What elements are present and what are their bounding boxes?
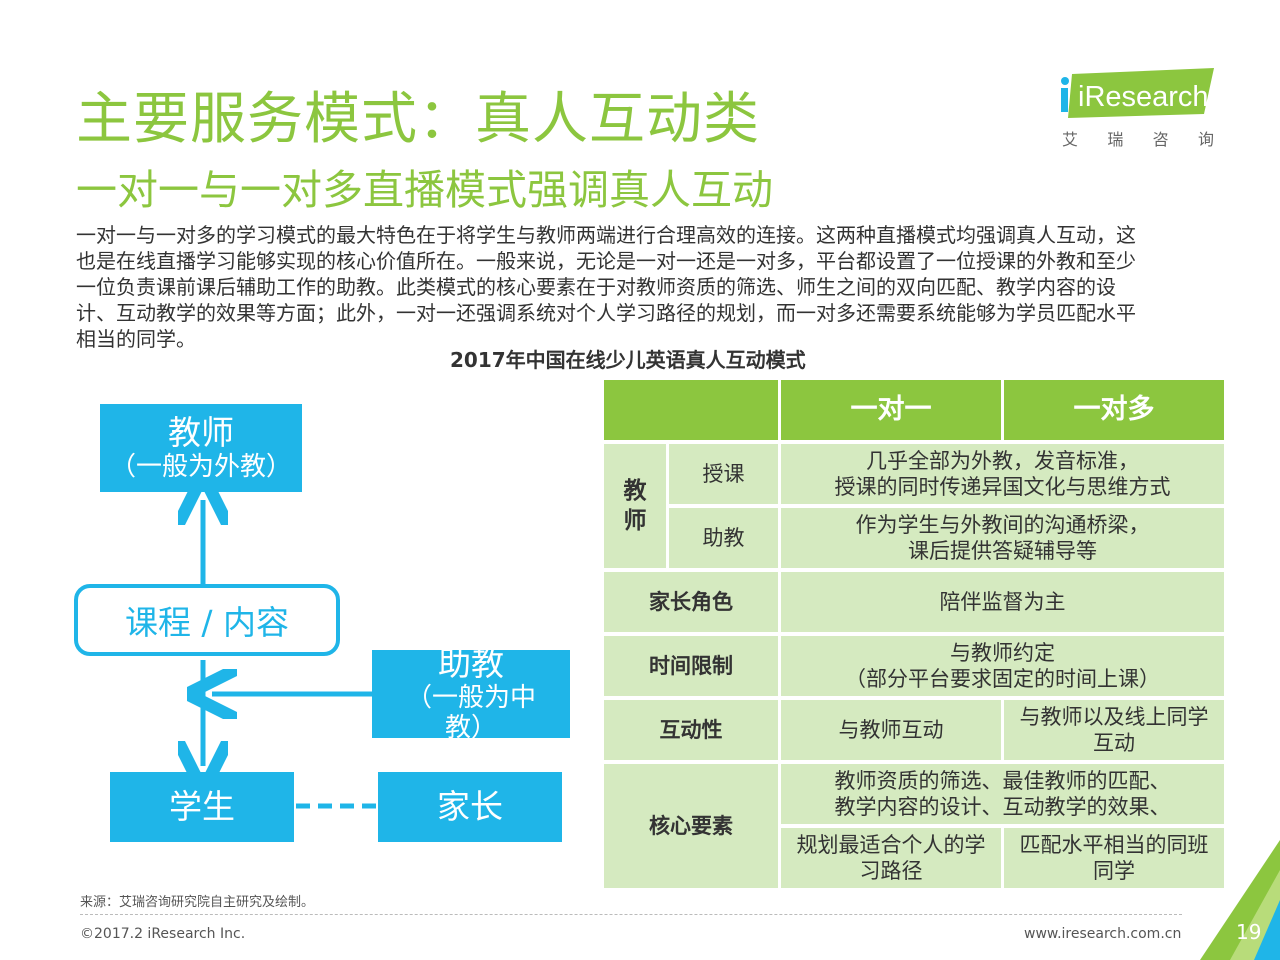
cell-teaching: 几乎全部为外教，发音标准， 授课的同时传递异国文化与思维方式 <box>778 444 1224 504</box>
cell-line: 规划最适合个人的学 <box>796 833 986 857</box>
logo-char: 咨 <box>1152 130 1169 149</box>
row-label-time-limit: 时间限制 <box>604 636 778 696</box>
table-row: 助教 作为学生与外教间的沟通桥梁， 课后提供答疑辅导等 <box>604 508 1224 568</box>
iresearch-logo: iResearch 艾 瑞 咨 询 <box>1058 68 1218 150</box>
student-box: 学生 <box>110 772 294 842</box>
paragraph-line: 相当的同学。 <box>76 327 196 351</box>
cell-core-one-to-many: 匹配水平相当的同班 同学 <box>1001 828 1224 888</box>
assistant-note: 教） <box>444 713 497 743</box>
corner-decoration-icon <box>1200 840 1280 960</box>
teacher-group-char: 教 <box>623 478 647 504</box>
teacher-box: 教师 （一般为外教） <box>100 404 302 492</box>
cell-line: 同学 <box>1093 859 1135 883</box>
row-label-teaching: 授课 <box>666 444 778 504</box>
table-row: 规划最适合个人的学 习路径 匹配水平相当的同班 同学 <box>604 828 1224 888</box>
teacher-group-label: 教 师 <box>604 444 666 568</box>
paragraph-line: 一位负责课前课后辅助工作的助教。此类模式的核心要素在于对教师资质的筛选、师生之间… <box>76 275 1116 299</box>
cell-core-one-to-one: 规划最适合个人的学 习路径 <box>778 828 1001 888</box>
student-label: 学生 <box>169 787 235 826</box>
cell-line: 授课的同时传递异国文化与思维方式 <box>834 475 1171 499</box>
diagram-connectors <box>60 390 378 809</box>
table-row: 核心要素 教师资质的筛选、最佳教师的匹配、 教学内容的设计、互动教学的效果、 <box>604 764 1224 888</box>
cell-line: 匹配水平相当的同班 <box>1019 833 1209 857</box>
copyright-text: ©2017.2 iResearch Inc. <box>80 926 246 942</box>
paragraph-line: 计、互动教学的效果等方面；此外，一对一还强调系统对个人学习路径的规划，而一对多还… <box>76 301 1136 325</box>
assistant-note: （一般为中 <box>405 683 536 713</box>
table-row: 互动性 与教师互动 与教师以及线上同学 互动 <box>604 700 1224 760</box>
paragraph-line: 也是在线直播学习能够实现的核心价值所在。一般来说，无论是一对一还是一对多，平台都… <box>76 249 1136 273</box>
iresearch-logo-icon: iResearch <box>1061 68 1214 118</box>
parent-box: 家长 <box>378 772 562 842</box>
cell-line: （部分平台要求固定的时间上课） <box>845 667 1160 691</box>
row-label-interaction: 互动性 <box>604 700 778 760</box>
cell-line: 与教师以及线上同学 <box>1019 705 1209 729</box>
footer-divider <box>80 914 1182 915</box>
cell-parent-role: 陪伴监督为主 <box>778 572 1224 632</box>
cell-time-limit: 与教师约定 （部分平台要求固定的时间上课） <box>778 636 1224 696</box>
cell-line: 教学内容的设计、互动教学的效果、 <box>834 795 1171 819</box>
row-label-assistant: 助教 <box>666 508 778 568</box>
teacher-label: 教师 <box>168 413 234 452</box>
parent-label: 家长 <box>437 787 503 826</box>
logo-brand-text: iResearch <box>1078 81 1209 113</box>
website-link[interactable]: www.iresearch.com.cn <box>1024 926 1182 942</box>
cell-assistant: 作为学生与外教间的沟通桥梁， 课后提供答疑辅导等 <box>778 508 1224 568</box>
intro-paragraph: 一对一与一对多的学习模式的最大特色在于将学生与教师两端进行合理高效的连接。这两种… <box>76 222 1216 352</box>
cell-core-shared: 教师资质的筛选、最佳教师的匹配、 教学内容的设计、互动教学的效果、 <box>778 764 1224 824</box>
table-row: 家长角色 陪伴监督为主 <box>604 572 1224 632</box>
assistant-label: 助教 <box>438 644 504 683</box>
teacher-note: （一般为外教） <box>109 452 292 482</box>
table-row: 教 师 授课 几乎全部为外教，发音标准， 授课的同时传递异国文化与思维方式 <box>604 444 1224 568</box>
table-header-row: 一对一 一对多 <box>604 380 1224 440</box>
paragraph-line: 一对一与一对多的学习模式的最大特色在于将学生与教师两端进行合理高效的连接。这两种… <box>76 223 1136 247</box>
assistant-box: 助教 （一般为中 教） <box>372 645 570 743</box>
cell-line: 与教师约定 <box>950 641 1055 665</box>
logo-char: 询 <box>1197 130 1214 149</box>
comparison-table: 一对一 一对多 教 师 授课 几乎全部为外教，发音标准， 授课的同时传递异国文化… <box>604 380 1224 892</box>
table-header-empty <box>604 380 778 440</box>
chart-title: 2017年中国在线少儿英语真人互动模式 <box>450 348 806 372</box>
page-title: 主要服务模式：真人互动类 <box>76 87 760 152</box>
row-label-parent-role: 家长角色 <box>604 572 778 632</box>
cell-line: 互动 <box>1093 731 1135 755</box>
cell-line: 作为学生与外教间的沟通桥梁， <box>855 513 1150 537</box>
table-row: 时间限制 与教师约定 （部分平台要求固定的时间上课） <box>604 636 1224 696</box>
cell-line: 课后提供答疑辅导等 <box>908 539 1097 563</box>
logo-subtitle: 艾 瑞 咨 询 <box>1058 126 1218 150</box>
teacher-group-char: 师 <box>623 508 647 534</box>
row-label-core: 核心要素 <box>604 764 778 888</box>
source-note: 来源：艾瑞咨询研究院自主研究及绘制。 <box>80 895 315 910</box>
page-subtitle: 一对一与一对多直播模式强调真人互动 <box>76 166 773 214</box>
interaction-flow-diagram: 教师 （一般为外教） 课程 / 内容 助教 （一般为中 教） 学生 家长 <box>60 390 590 860</box>
cell-line: 习路径 <box>859 859 923 883</box>
table-header-one-to-one: 一对一 <box>778 380 1001 440</box>
logo-char: 艾 <box>1062 130 1079 149</box>
cell-line: 几乎全部为外教，发音标准， <box>866 449 1139 473</box>
cell-interaction-one-to-one: 与教师互动 <box>778 700 1001 760</box>
cell-interaction-one-to-many: 与教师以及线上同学 互动 <box>1001 700 1224 760</box>
cell-line: 教师资质的筛选、最佳教师的匹配、 <box>834 769 1171 793</box>
logo-char: 瑞 <box>1107 130 1124 149</box>
page-number: 19 <box>1236 920 1262 944</box>
table-header-one-to-many: 一对多 <box>1001 380 1224 440</box>
course-content-box: 课程 / 内容 <box>74 584 340 656</box>
